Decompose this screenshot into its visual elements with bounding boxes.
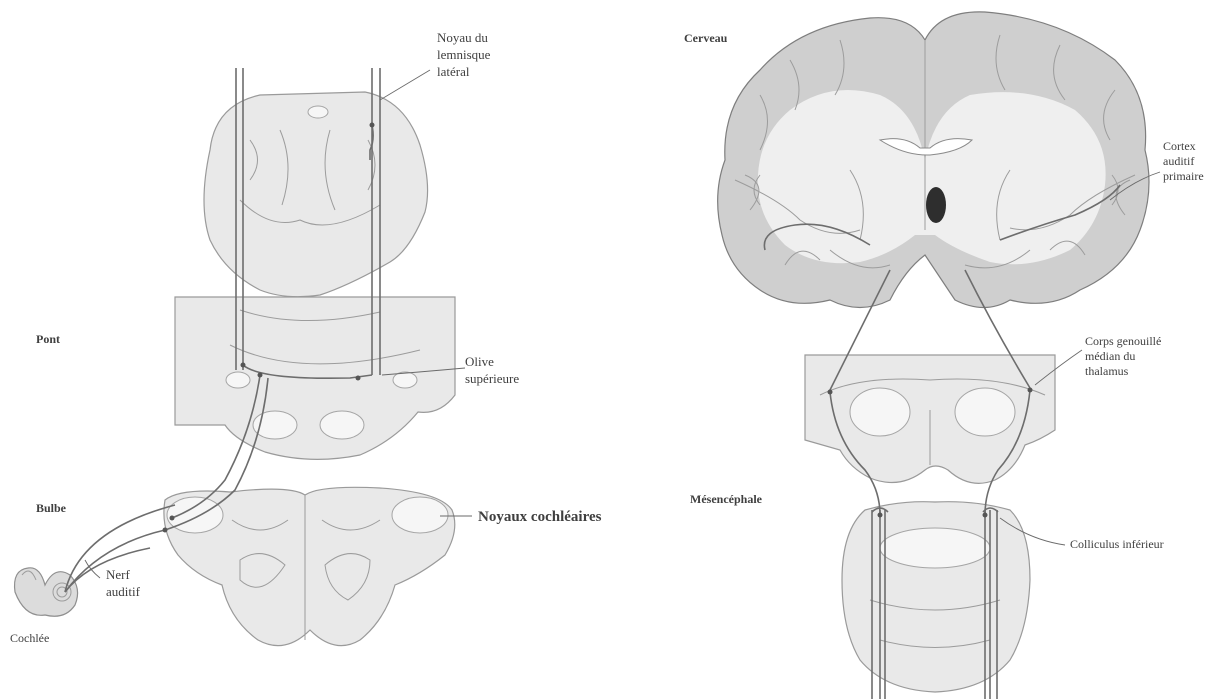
- cerebrum-section: [718, 12, 1149, 308]
- left-panel: Noyau du lemnisque latéral Pont Olive su…: [10, 30, 602, 646]
- thalamus-section: [805, 355, 1055, 483]
- label-cochlee: Cochlée: [10, 631, 49, 645]
- label-corps-genouille: Corps genouillé médian du thalamus: [1085, 334, 1164, 378]
- lemniscus-section: [204, 92, 428, 297]
- label-colliculus: Colliculus inférieur: [1070, 537, 1164, 551]
- label-mesencephale: Mésencéphale: [690, 492, 763, 506]
- label-cerveau: Cerveau: [684, 31, 728, 45]
- label-bulbe: Bulbe: [36, 501, 67, 515]
- midbrain-section: [842, 502, 1030, 692]
- right-panel: Cerveau Cortex auditif primaire Corps ge…: [684, 12, 1204, 699]
- label-nerf-auditif: Nerf auditif: [106, 567, 141, 599]
- label-noyaux-cochleaires: Noyaux cochléaires: [478, 509, 602, 525]
- label-olive: Olive supérieure: [465, 354, 519, 386]
- label-pont: Pont: [36, 332, 60, 346]
- label-noyau-lemnisque: Noyau du lemnisque latéral: [437, 30, 494, 79]
- cochlea-icon: [15, 568, 78, 616]
- leader-lemnisque: [380, 70, 430, 100]
- label-cortex-auditif: Cortex auditif primaire: [1163, 139, 1204, 183]
